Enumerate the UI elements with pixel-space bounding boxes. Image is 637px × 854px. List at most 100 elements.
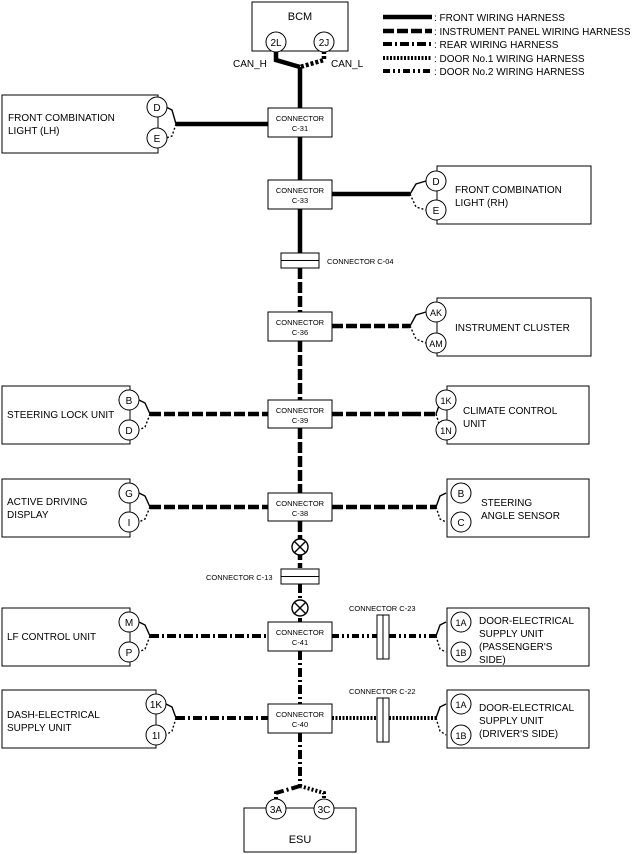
connector-c31-line1: CONNECTOR [276,114,325,123]
connector-c22-label: CONNECTOR C-22 [349,687,416,696]
connector-c36: CONNECTOR C-36 [267,311,333,342]
fcl-rh-pin2: E [433,206,440,217]
connector-c39-line1: CONNECTOR [276,406,325,415]
connector-c40-line2: C-40 [292,720,308,729]
fcl-rh-line1: FRONT COMBINATION [455,185,562,196]
lf-control-pin2: P [126,648,133,659]
climate-line1: CLIMATE CONTROL [463,406,558,417]
bcm-pin-2j [313,31,335,53]
connector-c33-line1: CONNECTOR [276,186,325,195]
connector-c22: CONNECTOR C-22 [349,687,416,743]
connector-c38: CONNECTOR C-38 [267,492,333,522]
fcl-rh-line2: LIGHT (RH) [455,198,508,209]
fcl-lh-pin1: D [153,103,160,114]
door-drv-line3: (DRIVER'S SIDE) [479,729,558,740]
legend-front-label: : FRONT WIRING HARNESS [434,13,565,24]
can-h-label: CAN_H [233,59,267,70]
wire-bcm-can-l [299,51,327,70]
legend: : FRONT WIRING HARNESS : INSTRUMENT PANE… [383,13,631,78]
steer-angle-line2: ANGLE SENSOR [481,511,560,522]
module-door-supply-passenger: DOOR-ELECTRICAL SUPPLY UNIT (PASSENGER'S… [446,607,590,667]
lf-control-line1: LF CONTROL UNIT [7,632,96,643]
bcm-pin-2l-label: 2L [270,38,282,49]
connector-c23-label: CONNECTOR C-23 [349,604,416,613]
connector-c31-line2: C-31 [292,124,308,133]
connector-c33-line2: C-33 [292,196,308,205]
module-dash-electrical-supply-unit: DASH-ELECTRICAL SUPPLY UNIT 1K 1I [1,689,167,749]
wire-esu-3c [299,784,326,800]
steer-lock-pin1: B [126,396,133,407]
connector-c41-line2: C-41 [292,638,308,647]
branch-wires [150,121,436,720]
cluster-pin2: AM [429,339,443,349]
steer-lock-pin2: D [125,426,132,437]
module-front-combination-light-lh: FRONT COMBINATION LIGHT (LH) D E [1,94,168,154]
connector-c04-label: CONNECTOR C-04 [327,257,394,266]
connector-c39: CONNECTOR C-39 [267,399,333,429]
door-pass-pin2: 1B [455,648,466,658]
cluster-line1: INSTRUMENT CLUSTER [455,323,570,334]
module-steering-lock-unit: STEERING LOCK UNIT B D [1,385,140,445]
fcl-lh-pin2: E [154,134,161,145]
cluster-pin1: AK [430,308,442,318]
wire-esu-3a [274,784,301,800]
connector-c04: CONNECTOR C-04 [280,252,394,269]
active-display-line1: ACTIVE DRIVING [7,497,88,508]
dash-supply-pin2: 1I [152,731,160,742]
door-pass-pin1: 1A [455,618,466,628]
climate-line2: UNIT [463,419,486,430]
steer-angle-line1: STEERING [481,498,532,509]
door-drv-line1: DOOR-ELECTRICAL [479,703,574,714]
active-display-pin1: G [125,489,133,500]
bcm-module: BCM 2L 2J CAN_H CAN_L [233,1,364,70]
bcm-pin-2j-label: 2J [319,38,330,49]
esu-label: ESU [289,834,312,846]
door-drv-pin2: 1B [455,731,466,741]
bcm-label: BCM [288,11,312,23]
connector-c41: CONNECTOR C-41 [267,621,333,652]
lf-control-pin1: M [125,618,133,629]
door-pass-line3: (PASSENGER'S [479,642,553,653]
module-climate-control-unit: CLIMATE CONTROL UNIT 1K 1N [435,385,590,445]
legend-ip-label: : INSTRUMENT PANEL WIRING HARNESS [434,27,631,38]
connector-c40-line1: CONNECTOR [276,710,325,719]
esu-pin-3c-label: 3C [318,805,331,816]
active-display-pin2: I [128,518,131,529]
connector-c36-line2: C-36 [292,328,308,337]
esu-pin-3a-label: 3A [270,805,283,816]
module-front-combination-light-rh: FRONT COMBINATION LIGHT (RH) D E [425,165,592,225]
twisted-pair-symbol-upper [291,538,309,556]
connector-c13-label: CONNECTOR C-13 [206,573,273,582]
legend-rear-label: : REAR WIRING HARNESS [434,40,559,51]
connector-c41-line1: CONNECTOR [276,628,325,637]
door-drv-line2: SUPPLY UNIT [479,716,544,727]
dash-supply-pin1: 1K [150,700,163,711]
wire-bcm-can-h [273,51,301,70]
esu-pin-3c [313,798,335,820]
esu-pin-3a [265,798,287,820]
door-pass-line2: SUPPLY UNIT [479,629,544,640]
module-lf-control-unit: LF CONTROL UNIT M P [1,607,140,667]
module-steering-angle-sensor: STEERING ANGLE SENSOR B C [446,478,590,538]
fcl-rh-pin1: D [432,177,439,188]
active-display-line2: DISPLAY [7,510,49,521]
connector-c13: CONNECTOR C-13 [206,568,320,585]
connector-c36-line1: CONNECTOR [276,318,325,327]
pin-forks [138,106,447,736]
fcl-lh-line2: LIGHT (LH) [8,126,60,137]
climate-pin1: 1K [440,396,451,406]
connector-c39-line2: C-39 [292,416,308,425]
connector-c38-line1: CONNECTOR [276,499,325,508]
fcl-lh-line1: FRONT COMBINATION [8,113,115,124]
door-pass-line4: SIDE) [479,655,506,666]
steer-angle-pin2: C [457,518,464,529]
legend-door1-label: : DOOR No.1 WIRING HARNESS [434,54,585,65]
steer-angle-pin1: B [458,489,465,500]
connector-c40: CONNECTOR C-40 [267,703,333,734]
module-instrument-cluster: INSTRUMENT CLUSTER AK AM [425,297,592,357]
steer-lock-line1: STEERING LOCK UNIT [7,410,114,421]
module-active-driving-display: ACTIVE DRIVING DISPLAY G I [1,478,140,538]
connector-c38-line2: C-38 [292,509,308,518]
climate-pin2: 1N [440,426,452,436]
